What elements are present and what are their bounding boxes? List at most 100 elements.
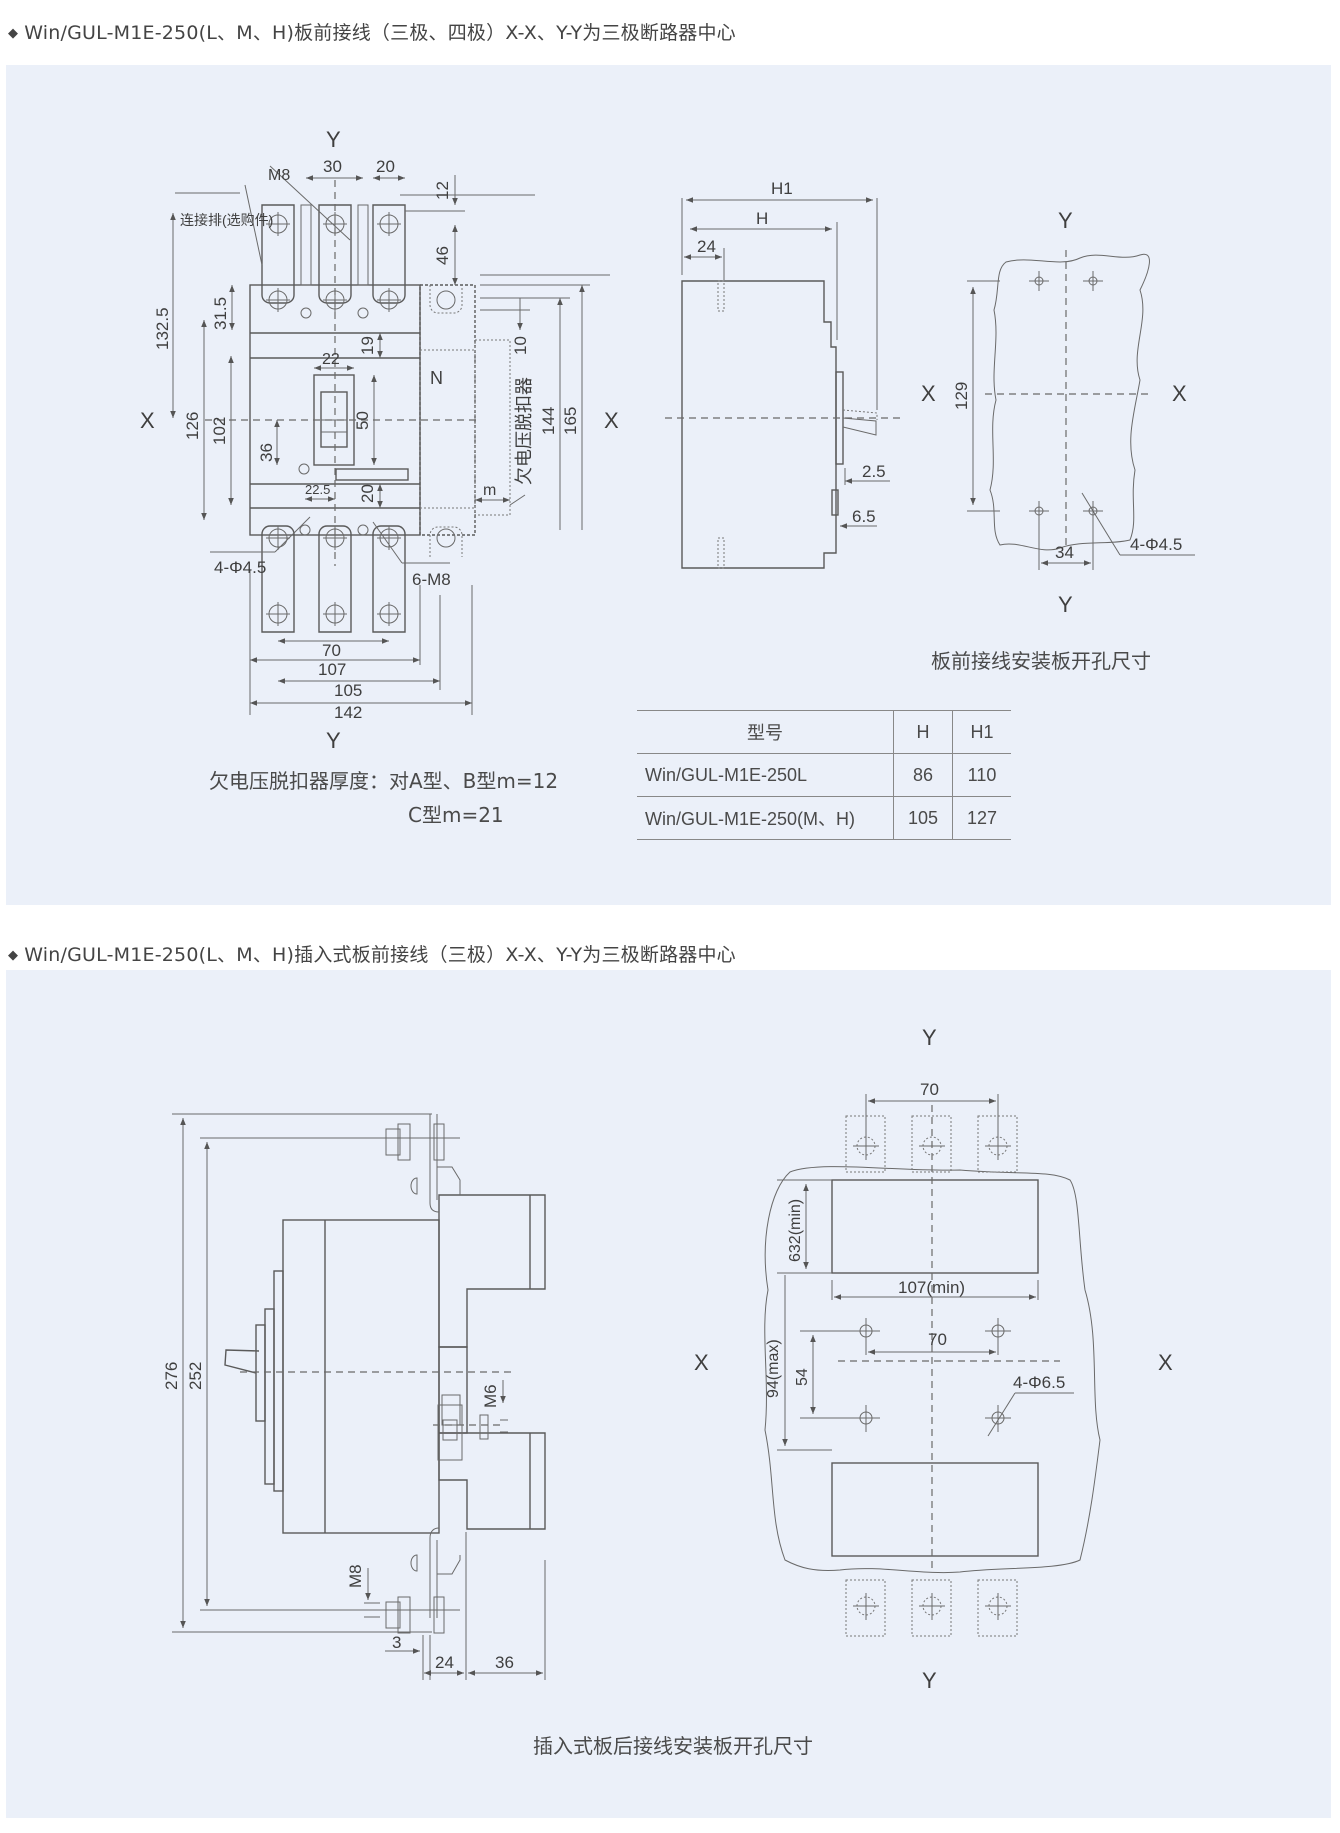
- dim-70-top: 70: [920, 1080, 939, 1099]
- m8-label: M8: [346, 1564, 365, 1588]
- dim-19: 19: [358, 336, 377, 355]
- row-h1: 127: [952, 796, 1011, 840]
- dim-36: 36: [495, 1653, 514, 1672]
- dim-129: 129: [952, 382, 971, 410]
- row-model: Win/GUL-M1E-250(M、H): [637, 796, 894, 840]
- dim-31-5: 31.5: [211, 297, 230, 330]
- m6-label: M6: [481, 1384, 500, 1408]
- bottom-connector-bars: [261, 525, 406, 633]
- dim-144: 144: [539, 407, 558, 435]
- section2-panel: 276 252 M6 M8 3 24 36: [6, 970, 1331, 1818]
- table-header: 型号 H H1: [637, 710, 1011, 754]
- section2-heading: ◆ Win/GUL-M1E-250(L、M、H)插入式板前接线（三极）X-X、Y-…: [8, 940, 736, 967]
- section1-panel: Y Y X X M8 连接排(选购件) N m 4-Φ4.5 6-M8 30 2…: [6, 65, 1331, 905]
- cutout1-x-right: X: [1172, 381, 1187, 406]
- front-view: Y Y X X M8 连接排(选购件) N m 4-Φ4.5 6-M8 30 2…: [140, 127, 619, 753]
- header-model: 型号: [637, 710, 894, 754]
- cutout1-y-bottom: Y: [1058, 592, 1073, 617]
- row-h: 86: [893, 753, 953, 797]
- dim-36: 36: [257, 443, 276, 462]
- cutout1-holes-label: 4-Φ4.5: [1130, 535, 1182, 554]
- note-line1: 欠电压脱扣器厚度：对A型、B型m=12: [209, 769, 559, 793]
- dim-12: 12: [433, 181, 452, 200]
- dim-54: 54: [794, 1368, 811, 1386]
- upper-cutout-rect: [831, 1179, 1039, 1274]
- m-label: m: [483, 482, 496, 499]
- dim-50: 50: [353, 411, 372, 430]
- table-row: Win/GUL-M1E-250L 86 110: [637, 753, 1011, 797]
- header-h1: H1: [952, 710, 1011, 754]
- header-h: H: [893, 710, 953, 754]
- breaker-body: [282, 1219, 440, 1534]
- dim-70: 70: [322, 641, 341, 660]
- side-view: H1 H 24 2.5 6.5: [665, 179, 900, 569]
- n-pole-body: [419, 284, 476, 536]
- dim-252: 252: [186, 1362, 205, 1390]
- h-dim: H: [756, 209, 768, 228]
- y-top-label: Y: [326, 127, 341, 152]
- row-h: 105: [893, 796, 953, 840]
- panel-cutout-1: Y Y X X 129 34 4-Φ4.5: [921, 208, 1195, 617]
- section2-heading-text: Win/GUL-M1E-250(L、M、H)插入式板前接线（三极）X-X、Y-Y…: [24, 944, 736, 966]
- dim-70-mid: 70: [928, 1330, 947, 1349]
- screws-label: 6-M8: [412, 570, 451, 589]
- section1-heading: ◆ Win/GUL-M1E-250(L、M、H)板前接线（三极、四极）X-X、Y-…: [8, 18, 736, 45]
- cutout2-holes-label: 4-Φ6.5: [1013, 1373, 1065, 1392]
- dim-46: 46: [433, 246, 452, 265]
- cutout2-caption: 插入式板后接线安装板开孔尺寸: [533, 1734, 813, 1758]
- plugin-side-view: 276 252 M6 M8 3 24 36: [162, 1113, 546, 1680]
- dim-94-max: 94(max): [765, 1339, 782, 1398]
- dim-105: 105: [334, 681, 362, 700]
- dim-107: 107: [318, 660, 346, 679]
- h1-dim: H1: [771, 179, 793, 198]
- dim-632-min: 632(min): [787, 1199, 804, 1262]
- m8-label: M8: [268, 167, 290, 184]
- dim-2-5: 2.5: [862, 462, 886, 481]
- top-connector-bars: [261, 204, 406, 304]
- y-bottom-label: Y: [326, 728, 341, 753]
- table-row: Win/GUL-M1E-250(M、H) 105 127: [637, 796, 1011, 840]
- x-right-label: X: [604, 408, 619, 433]
- mounting-holes: [967, 271, 1195, 570]
- section1-heading-text: Win/GUL-M1E-250(L、M、H)板前接线（三极、四极）X-X、Y-Y…: [24, 22, 736, 44]
- diamond-bullet-icon: ◆: [8, 948, 19, 963]
- dim-102: 102: [210, 417, 229, 445]
- cutout1-caption: 板前接线安装板开孔尺寸: [931, 649, 1151, 673]
- dim-22-5: 22.5: [305, 482, 330, 497]
- row-h1: 110: [952, 753, 1011, 797]
- dim-30: 30: [323, 157, 342, 176]
- dim-165: 165: [561, 407, 580, 435]
- diamond-bullet-icon: ◆: [8, 26, 19, 41]
- undervoltage-label: 欠电压脱扣器: [514, 377, 534, 485]
- dim-6-5: 6.5: [852, 507, 876, 526]
- dim-107-min: 107(min): [898, 1278, 965, 1297]
- cutout2-y-bottom: Y: [922, 1668, 937, 1693]
- cutout1-y-top: Y: [1058, 208, 1073, 233]
- connector-label: 连接排(选购件): [180, 212, 273, 228]
- holes-label: 4-Φ4.5: [214, 558, 266, 577]
- dim-276: 276: [162, 1362, 181, 1390]
- section1-drawing: Y Y X X M8 连接排(选购件) N m 4-Φ4.5 6-M8 30 2…: [140, 127, 1195, 753]
- dim-34: 34: [1055, 543, 1074, 562]
- n-pole-label: N: [430, 368, 443, 388]
- x-left-label: X: [140, 408, 155, 433]
- section2-drawing: 276 252 M6 M8 3 24 36: [162, 1025, 1173, 1693]
- dim-24: 24: [435, 1653, 454, 1672]
- note-line2: C型m=21: [408, 803, 504, 827]
- cutout1-x-left: X: [921, 381, 936, 406]
- dim-24: 24: [697, 237, 716, 256]
- dim-132-5: 132.5: [153, 307, 172, 350]
- lower-cutout-rect: [831, 1462, 1039, 1557]
- row-model: Win/GUL-M1E-250L: [637, 753, 894, 797]
- dim-3: 3: [392, 1633, 401, 1652]
- model-dimension-table: 型号 H H1 Win/GUL-M1E-250L 86 110 Win/GUL-…: [637, 710, 1011, 840]
- dim-142: 142: [334, 703, 362, 722]
- cutout2-x-right: X: [1158, 1350, 1173, 1375]
- dim-22: 22: [322, 351, 340, 368]
- panel-cutout-2: Y Y X X 70 107(min) 70 4-Φ6.5 632(min) 9…: [694, 1025, 1173, 1693]
- cutout2-x-left: X: [694, 1350, 709, 1375]
- dim-10: 10: [511, 336, 530, 355]
- dim-20-top: 20: [376, 157, 395, 176]
- dim-20-mid: 20: [358, 484, 377, 503]
- dim-126: 126: [183, 412, 202, 440]
